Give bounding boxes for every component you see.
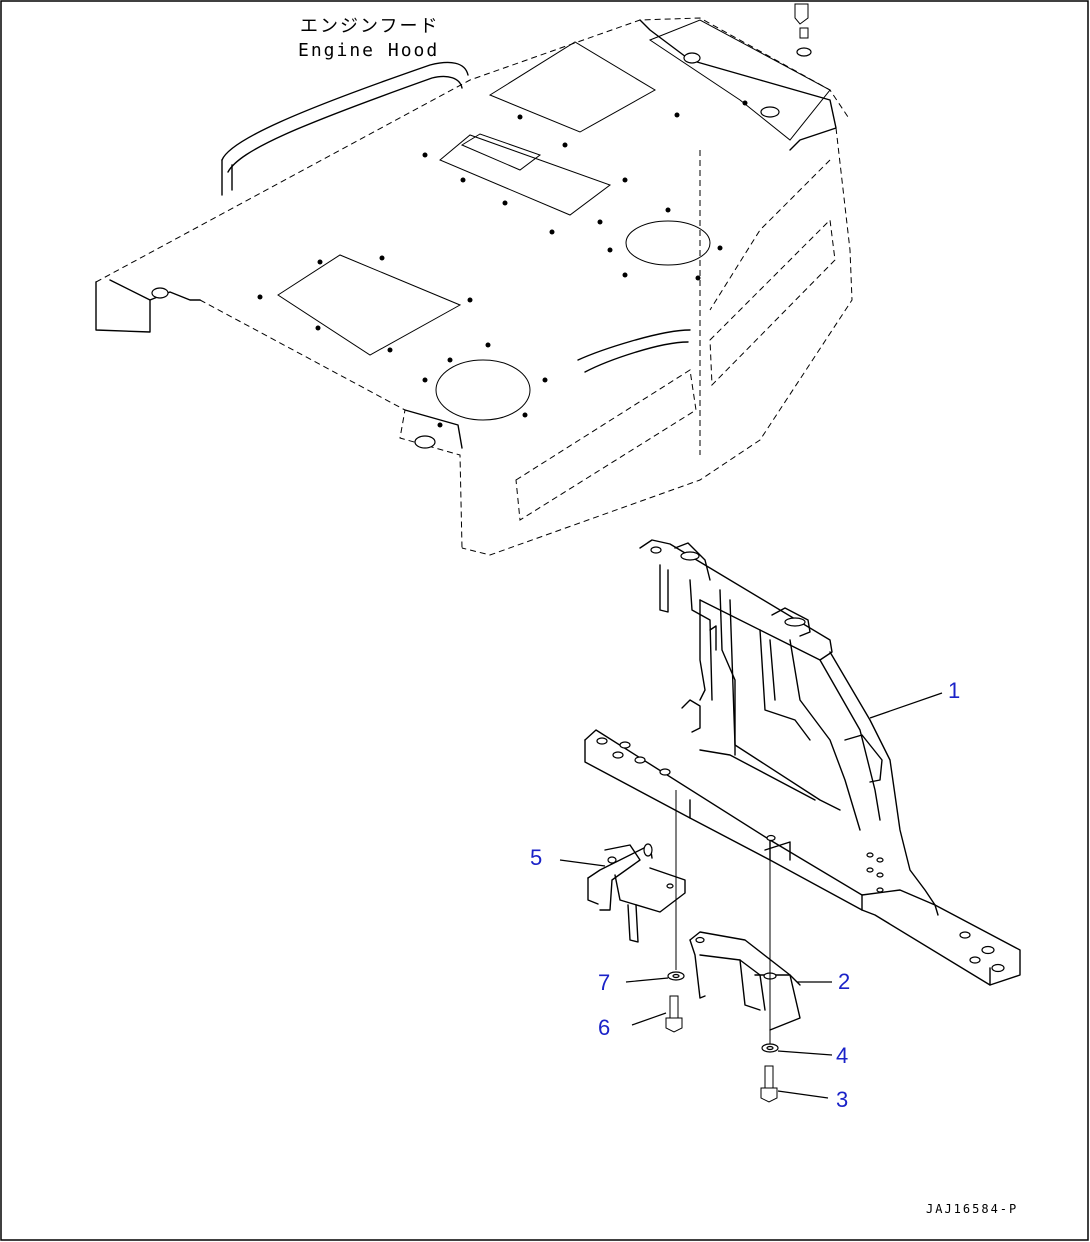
engine-hood-outline — [95, 17, 853, 556]
callout-1: 1 — [948, 678, 960, 703]
callout-2: 2 — [838, 969, 850, 994]
hardware-parts — [665, 790, 779, 1103]
hood-label-jp: エンジンフード — [300, 16, 439, 37]
callout-leaders — [559, 692, 943, 1099]
callout-7: 7 — [598, 970, 610, 995]
callout-4: 4 — [836, 1043, 848, 1068]
hood-label-en: Engine Hood — [298, 40, 439, 61]
hood-top-bolt — [794, 3, 812, 57]
part-5-bracket — [587, 843, 686, 943]
part-2-cover — [689, 931, 801, 1031]
drawing-code: JAJ16584-P — [926, 1202, 1018, 1216]
hood-panels — [277, 19, 831, 421]
part-1-frame — [584, 539, 1021, 986]
callout-6: 6 — [598, 1015, 610, 1040]
callout-3: 3 — [836, 1087, 848, 1112]
hood-bolt-holes — [151, 52, 780, 449]
callout-5: 5 — [530, 845, 542, 870]
